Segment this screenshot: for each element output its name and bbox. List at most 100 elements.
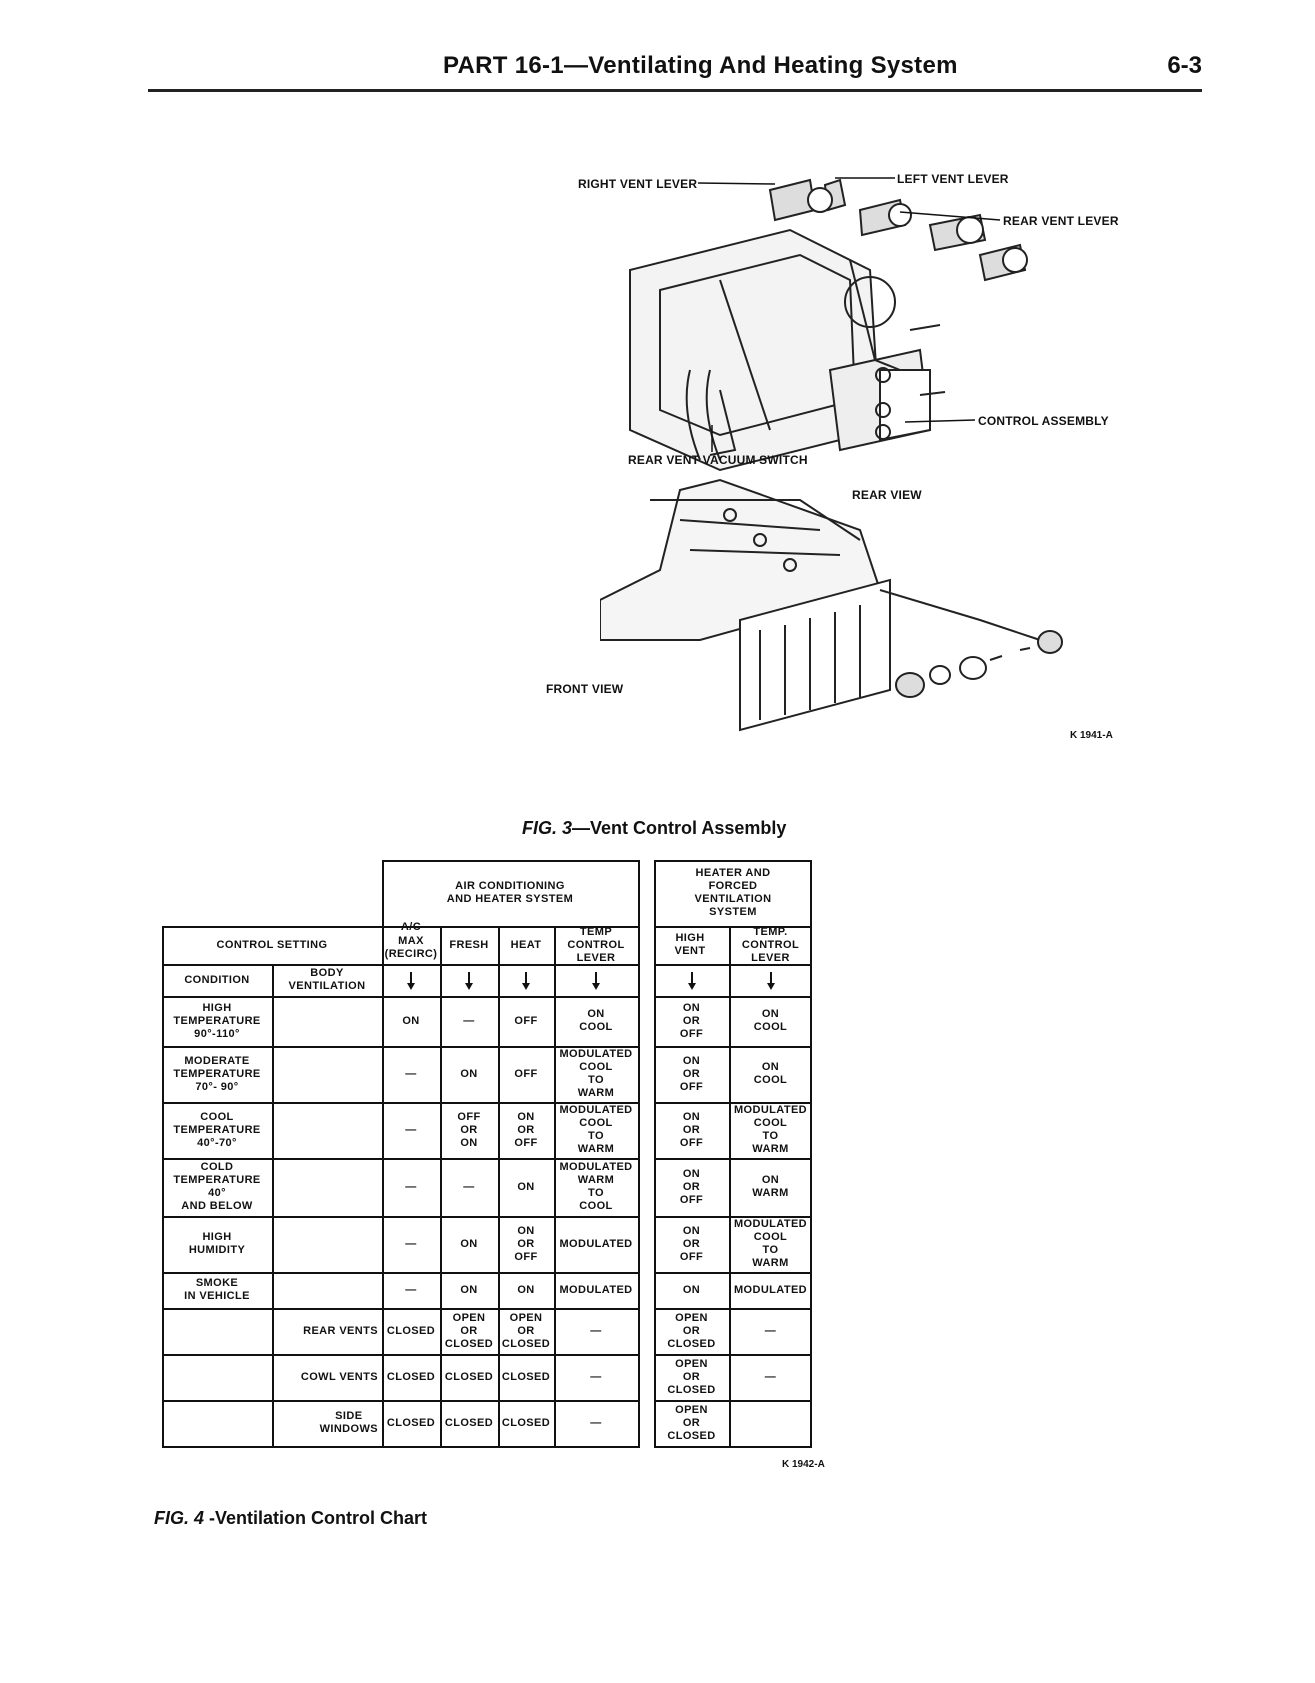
right-vent-lever-label: RIGHT VENT LEVER bbox=[578, 177, 698, 191]
hf-row-divider bbox=[654, 1046, 812, 1048]
front-view-label: FRONT VIEW bbox=[546, 682, 624, 696]
column-arrow-4 bbox=[687, 983, 696, 990]
row-temp-control-lever: MODULATED WARM TO COOL bbox=[559, 1161, 633, 1212]
row-temp-control-lever: — bbox=[590, 1324, 602, 1337]
ac-header-bottom bbox=[382, 926, 638, 928]
hf-rows-top bbox=[654, 996, 812, 998]
column-high-vent: HIGH VENT bbox=[674, 932, 706, 957]
rows-top bbox=[162, 996, 640, 998]
row-max-recirc: CLOSED bbox=[386, 1370, 436, 1383]
row-high-vent: ON bbox=[682, 1283, 701, 1296]
row-hf-temp-control-lever: — bbox=[764, 1324, 777, 1337]
row-body-ventilation bbox=[272, 1046, 382, 1102]
column-fresh: FRESH bbox=[449, 938, 489, 951]
row-max-recirc: CLOSED bbox=[386, 1324, 436, 1337]
hf-condition-header-top bbox=[654, 964, 812, 966]
hf-row-divider bbox=[654, 1354, 812, 1356]
column-arrow-4-stem bbox=[690, 972, 693, 984]
control-assembly-label: CONTROL ASSEMBLY bbox=[978, 414, 1109, 428]
row-temp-control-lever: MODULATED COOL TO WARM bbox=[559, 1104, 633, 1155]
row-divider bbox=[162, 1102, 640, 1104]
row-heat: CLOSED bbox=[501, 1370, 551, 1383]
row-max-recirc: — bbox=[405, 1067, 417, 1080]
row-temp-control-lever: — bbox=[590, 1416, 602, 1429]
rear-view-label: REAR VIEW bbox=[852, 488, 922, 502]
row-high-vent: ON OR OFF bbox=[679, 1001, 704, 1040]
row-fresh: OFF OR ON bbox=[457, 1110, 481, 1149]
ac-column-divider-2 bbox=[554, 926, 556, 1446]
row-body-ventilation bbox=[272, 1216, 382, 1272]
row-hf-temp-control-lever: ON COOL bbox=[753, 1061, 788, 1086]
control-setting-label: CONTROL SETTING bbox=[216, 938, 328, 951]
hf-left-border bbox=[654, 860, 656, 1446]
row-fresh: ON bbox=[460, 1283, 478, 1296]
column-arrow-2 bbox=[522, 983, 530, 990]
column-arrow-5 bbox=[766, 983, 775, 990]
column-condition: CONDITION bbox=[184, 973, 250, 986]
row-divider bbox=[162, 1216, 640, 1218]
column-arrow-5-stem bbox=[769, 972, 772, 984]
row-max-recirc: CLOSED bbox=[386, 1416, 436, 1429]
row-fresh: ON bbox=[460, 1237, 478, 1250]
hf-row-divider bbox=[654, 1446, 812, 1448]
column-arrow-2-stem bbox=[525, 972, 527, 984]
row-heat: OFF bbox=[514, 1067, 538, 1080]
row-body-ventilation bbox=[272, 1272, 382, 1308]
hf-row-divider bbox=[654, 1216, 812, 1218]
row-high-vent: ON OR OFF bbox=[679, 1167, 704, 1206]
column-heat: HEAT bbox=[510, 938, 542, 951]
row-heat: CLOSED bbox=[501, 1416, 551, 1429]
hf-header-top bbox=[654, 860, 812, 862]
row-fresh: ON bbox=[460, 1067, 478, 1080]
row-hf-temp-control-lever: MODULATED COOL TO WARM bbox=[733, 1218, 808, 1269]
page-header: PART 16-1—Ventilating And Heating System… bbox=[148, 50, 1202, 88]
row-divider bbox=[162, 1158, 640, 1160]
row-heat: OFF bbox=[514, 1014, 538, 1027]
column-arrow-3-stem bbox=[595, 972, 597, 984]
hf-system-header: HEATER AND FORCED VENTILATION SYSTEM bbox=[694, 867, 772, 918]
ac-system-header: AIR CONDITIONING AND HEATER SYSTEM bbox=[446, 880, 574, 905]
figure3-caption-label: FIG. 3 bbox=[522, 818, 573, 838]
ac-column-divider-1 bbox=[498, 926, 500, 1446]
row-temp-control-lever: MODULATED COOL TO WARM bbox=[559, 1048, 633, 1099]
page-number: 6-3 bbox=[1167, 52, 1202, 79]
left-vent-lever-label: LEFT VENT LEVER bbox=[897, 172, 1009, 186]
row-heat: ON bbox=[517, 1283, 535, 1296]
figure4-caption-label: FIG. 4 bbox=[154, 1508, 205, 1528]
row-max-recirc: — bbox=[405, 1283, 417, 1296]
hf-header-bottom bbox=[654, 926, 812, 928]
row-condition: MODERATE TEMPERATURE 70°- 90° bbox=[173, 1054, 261, 1093]
vent-control-assembly-figure: RIGHT VENT LEVER LEFT VENT LEVER REAR VE… bbox=[546, 170, 1200, 790]
column-arrow-0 bbox=[407, 983, 415, 990]
hf-column-divider bbox=[729, 926, 731, 1446]
row-high-vent: OPEN OR CLOSED bbox=[667, 1403, 716, 1442]
hf-row-divider bbox=[654, 1400, 812, 1402]
row-divider bbox=[162, 1046, 640, 1048]
figure3-code: K 1941-A bbox=[1070, 730, 1113, 741]
row-divider bbox=[162, 1400, 640, 1402]
row-fresh: — bbox=[463, 1014, 475, 1027]
condition-header-top bbox=[162, 964, 640, 966]
row-body-ventilation bbox=[272, 1158, 382, 1216]
row-body-ventilation bbox=[272, 1102, 382, 1158]
row-fresh: OPEN OR CLOSED bbox=[444, 1311, 494, 1350]
hf-row-divider bbox=[654, 1272, 812, 1274]
row-condition: COLD TEMPERATURE 40° AND BELOW bbox=[173, 1161, 261, 1212]
row-max-recirc: — bbox=[405, 1180, 417, 1193]
column-temp-control-lever: TEMP CONTROL LEVER bbox=[567, 925, 625, 964]
row-high-vent: OPEN OR CLOSED bbox=[667, 1357, 716, 1396]
row-fresh: CLOSED bbox=[444, 1370, 494, 1383]
row-heat: ON OR OFF bbox=[514, 1224, 538, 1263]
row-condition: HIGH HUMIDITY bbox=[188, 1231, 246, 1256]
column-max-recirc: MAX (RECIRC) bbox=[384, 935, 438, 960]
row-temp-control-lever: ON COOL bbox=[579, 1008, 613, 1033]
row-body-ventilation: COWL VENTS bbox=[300, 1370, 378, 1383]
row-temp-control-lever: — bbox=[590, 1370, 602, 1383]
column-hf-temp-control-lever: TEMP. CONTROL LEVER bbox=[741, 925, 800, 964]
row-condition: SMOKE IN VEHICLE bbox=[184, 1277, 250, 1302]
row-condition: COOL TEMPERATURE 40°-70° bbox=[173, 1110, 261, 1149]
hf-row-divider bbox=[654, 1158, 812, 1160]
row-hf-temp-control-lever bbox=[729, 1400, 812, 1446]
row-max-recirc: — bbox=[405, 1123, 417, 1136]
control-setting-top bbox=[162, 926, 382, 928]
